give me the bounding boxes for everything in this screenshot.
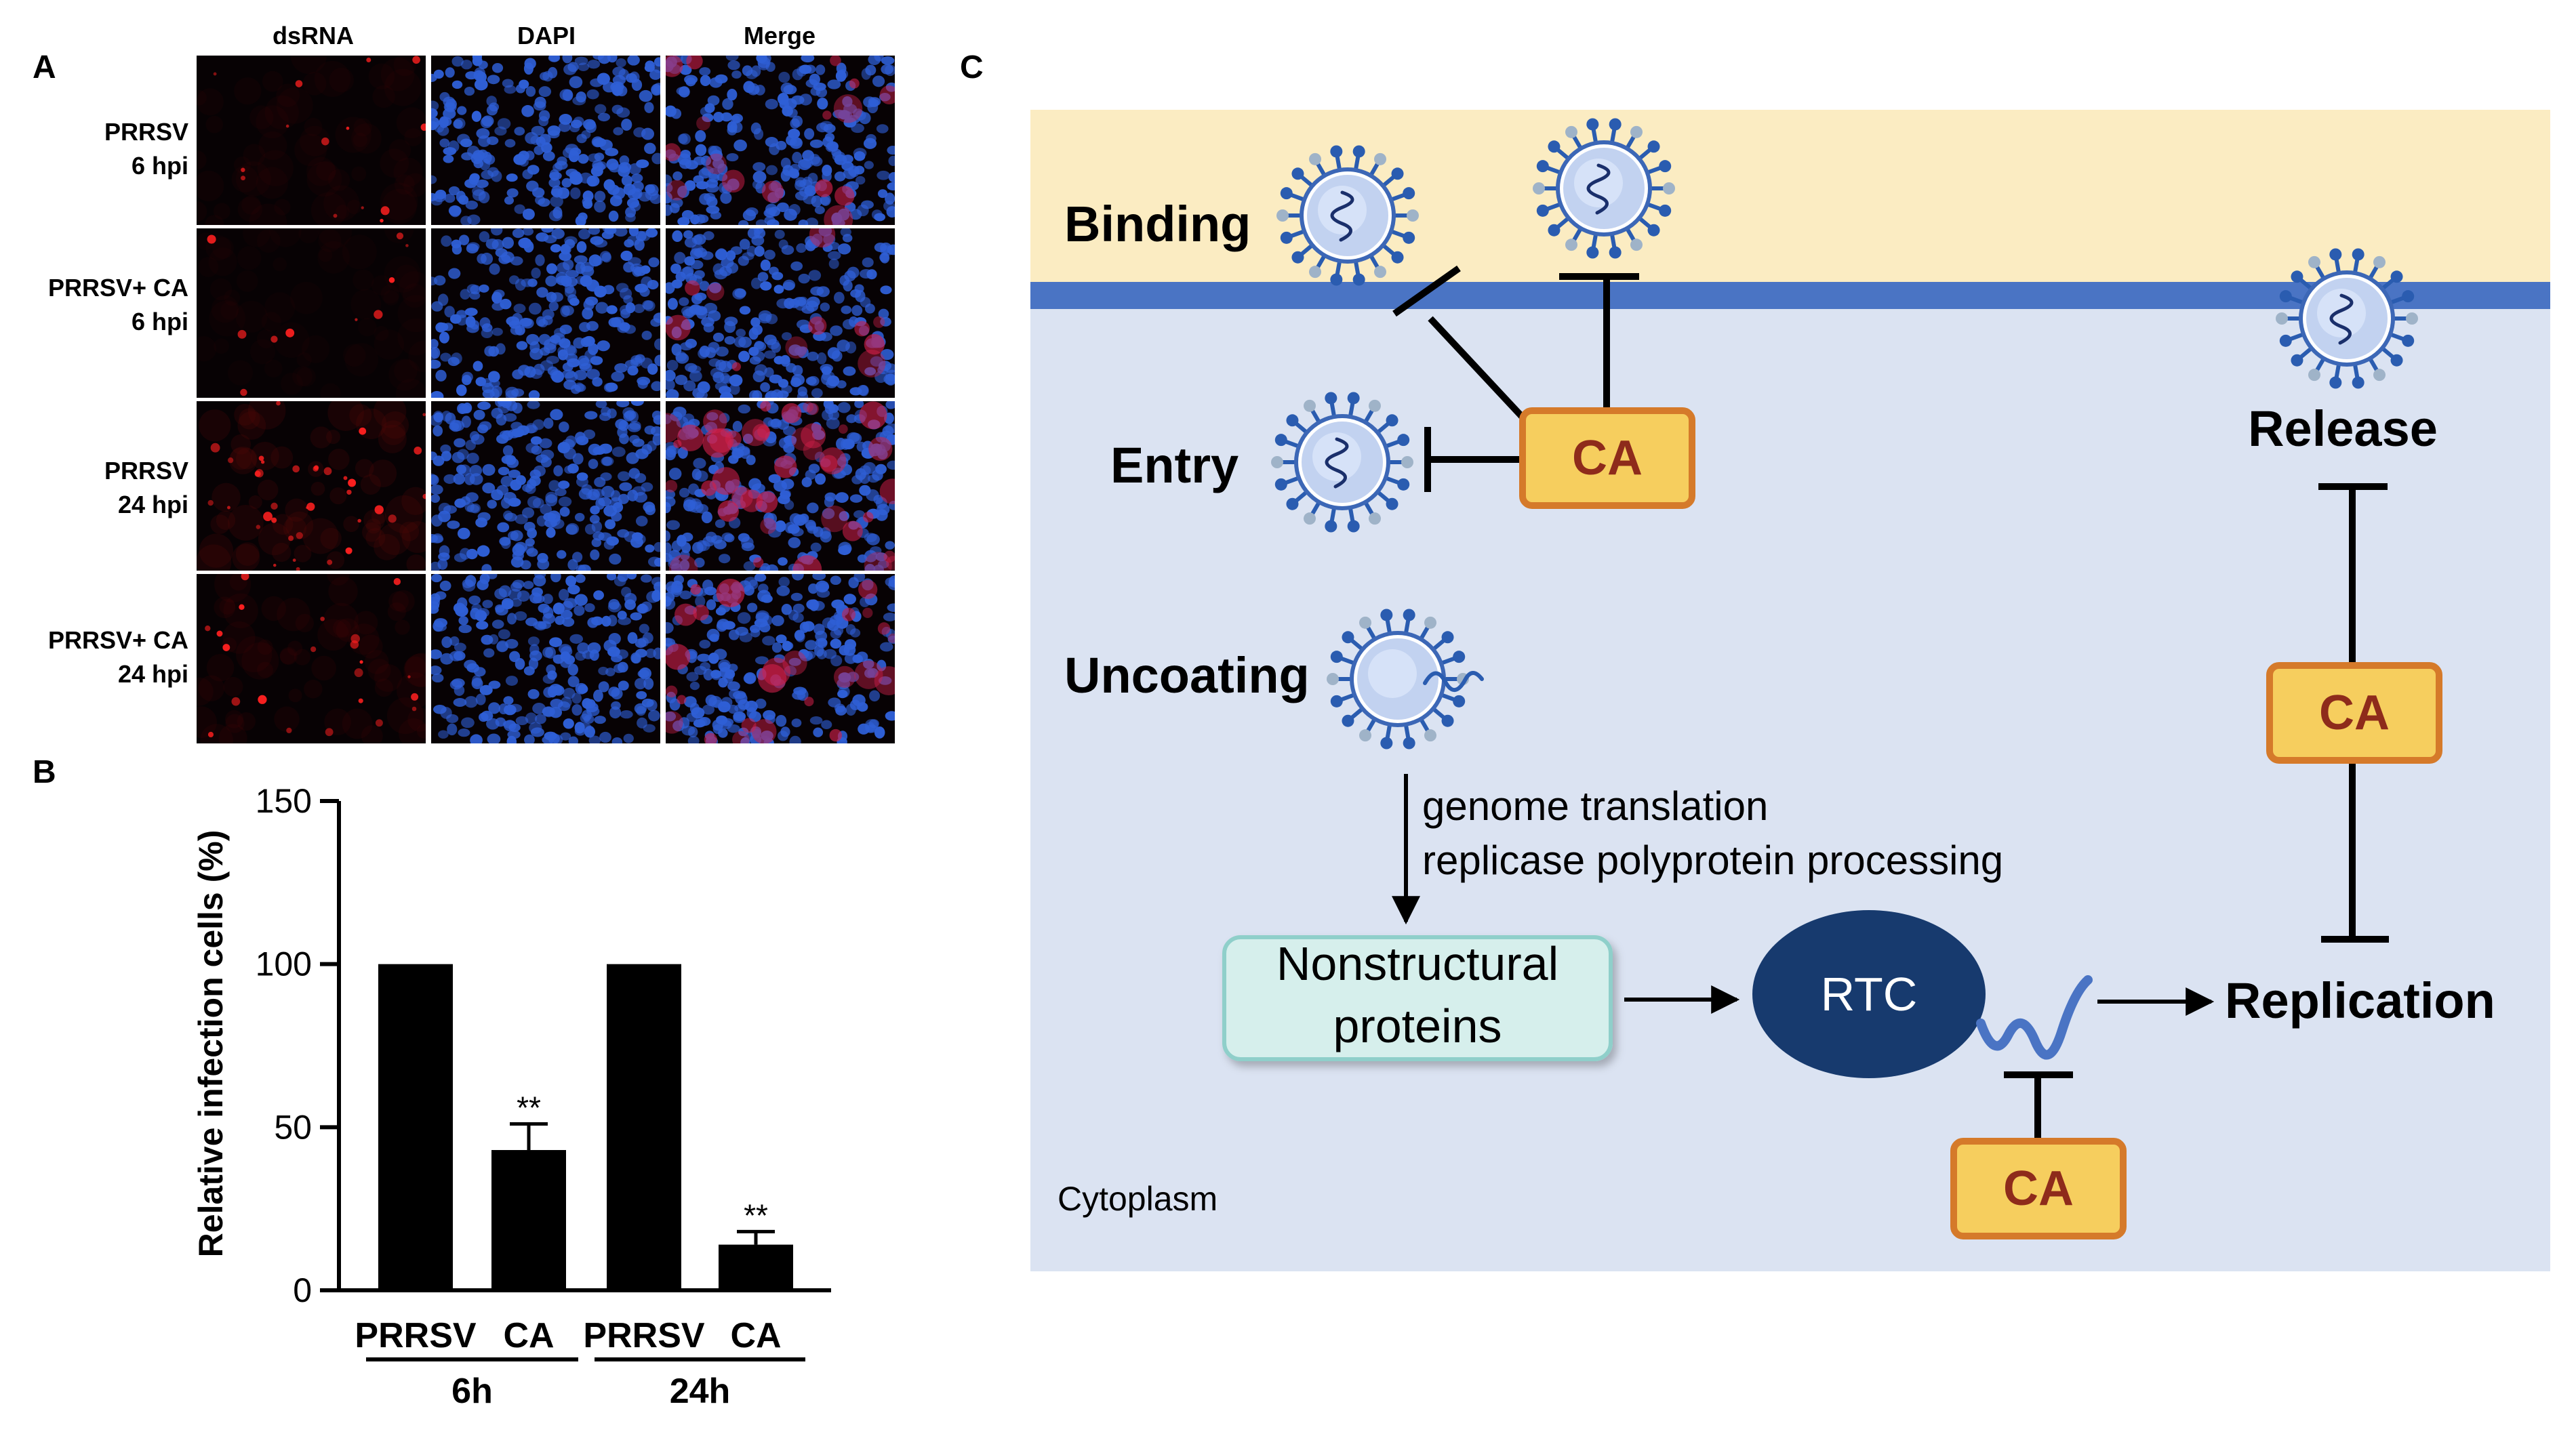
panel-b-letter: B [33, 754, 56, 790]
ca-label: CA [1572, 431, 1643, 485]
rtc-label: RTC [1821, 968, 1918, 1021]
group-label: 24h [670, 1372, 731, 1411]
inhibit-binding-bar [1392, 265, 1461, 317]
micrograph-image [666, 574, 895, 743]
y-tick-label: 100 [256, 945, 312, 983]
micrograph-image [666, 401, 895, 571]
translation-label-line2: replicase polyprotein processing [1422, 838, 2003, 883]
row-label-line1: PRRSV [104, 118, 188, 146]
micrograph-image [666, 56, 895, 225]
virus-entry-icon [1271, 392, 1413, 533]
rtc-complex [1752, 910, 1986, 1078]
ca-inhibitor-entry: CA [1519, 407, 1695, 509]
ca-inhibitor-release: CA [2266, 662, 2442, 764]
row-label-prrsv-6hpi: PRRSV 6 hpi [5, 115, 188, 183]
significance-marker: ** [517, 1090, 541, 1126]
category-label: PRRSV [355, 1316, 476, 1355]
row-label-line1: PRRSV+ CA [47, 274, 188, 302]
ca-label: CA [2003, 1162, 2074, 1216]
row-label-line2: 6 hpi [131, 308, 188, 335]
significance-marker: ** [744, 1197, 768, 1233]
virus-membrane-icon [1533, 118, 1675, 259]
column-header-merge: Merge [743, 22, 816, 49]
replication-label: Replication [2225, 972, 2495, 1029]
cytoplasm-region [1030, 308, 2550, 1271]
micrograph-image [197, 228, 426, 398]
row-label-line2: 6 hpi [131, 152, 188, 180]
rna-strand-icon [1976, 975, 2093, 1060]
nonstructural-proteins-box [1222, 935, 1613, 1061]
release-label: Release [2248, 401, 2438, 457]
column-header-dsrna: dsRNA [272, 22, 354, 49]
cytoplasm-label: Cytoplasm [1058, 1180, 1217, 1218]
row-label-line1: PRRSV+ CA [47, 626, 188, 654]
micrograph-image [197, 401, 426, 571]
virus-release-icon [2276, 248, 2418, 389]
extracellular-region [1030, 110, 2550, 285]
row-label-prrsv-ca-24hpi: PRRSV+ CA 24 hpi [5, 623, 188, 691]
virus-binding-icon [1276, 145, 1419, 286]
nsp-label-line2: proteins [1333, 1000, 1502, 1052]
group-label: 6h [451, 1372, 493, 1411]
panel-c-letter: C [960, 49, 984, 85]
entry-label: Entry [1110, 437, 1239, 493]
category-label: CA [503, 1316, 554, 1355]
uncoating-label: Uncoating [1064, 647, 1310, 703]
inhibit-binding-line [1428, 316, 1528, 423]
micrograph-image [431, 401, 660, 571]
row-label-line2: 24 hpi [117, 491, 188, 518]
micrograph-image [431, 56, 660, 225]
row-label-prrsv-24hpi: PRRSV 24 hpi [5, 454, 188, 522]
row-label-line1: PRRSV [104, 457, 188, 485]
bar-chart: 0 50 100 150 PRRSV ** CA PRRSV ** CA 6h 24h Relati… [192, 782, 831, 1411]
row-label-prrsv-ca-6hpi: PRRSV+ CA 6 hpi [5, 271, 188, 339]
y-tick-label: 150 [256, 782, 312, 820]
micrograph-grid [197, 56, 895, 747]
micrograph-image [431, 228, 660, 398]
bar [378, 964, 453, 1290]
y-tick-label: 0 [293, 1271, 312, 1309]
virus-uncoating-icon [1327, 609, 1484, 750]
cell-membrane [1030, 282, 2550, 309]
panel-a-letter: A [33, 49, 56, 85]
ca-inhibitor-rtc: CA [1950, 1138, 2127, 1239]
y-axis-label: Relative infection cells (%) [192, 830, 230, 1258]
column-header-dapi: DAPI [517, 22, 576, 49]
bar [607, 964, 681, 1290]
bar [491, 1150, 566, 1290]
y-tick-label: 50 [274, 1108, 312, 1146]
micrograph-image [666, 228, 895, 398]
row-label-line2: 24 hpi [117, 660, 188, 688]
bar [719, 1244, 793, 1290]
category-label: CA [730, 1316, 781, 1355]
micrograph-image [431, 574, 660, 743]
binding-label: Binding [1064, 196, 1251, 252]
translation-label-line1: genome translation [1422, 783, 1768, 829]
category-label: PRRSV [583, 1316, 704, 1355]
nsp-label-line1: Nonstructural [1276, 937, 1558, 990]
micrograph-image [197, 574, 426, 743]
micrograph-image [197, 56, 426, 225]
ca-label: CA [2319, 686, 2390, 740]
